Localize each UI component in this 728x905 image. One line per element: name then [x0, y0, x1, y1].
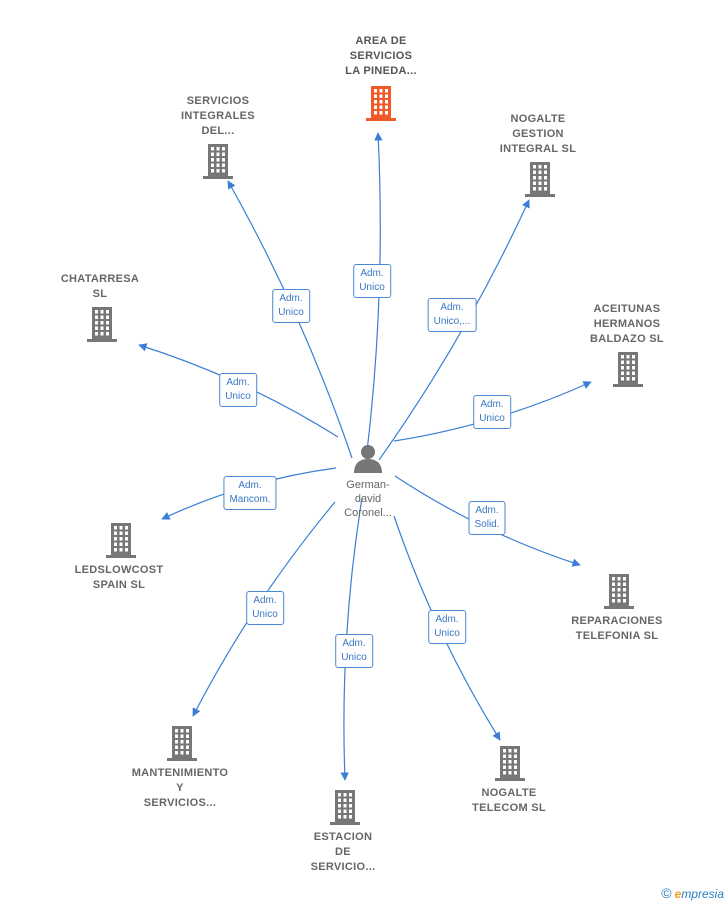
company-label: REPARACIONES TELEFONIA SL [571, 614, 662, 644]
role-label-line: Adm. [238, 480, 262, 491]
role-label-line: Adm. [475, 505, 499, 516]
building-icon [613, 352, 643, 387]
building-icon [203, 144, 233, 179]
role-label-nogalte-gestion[interactable]: Adm. Unico,... [427, 298, 477, 332]
company-label-line: ACEITUNAS [593, 303, 661, 315]
company-label: NOGALTE GESTION INTEGRAL SL [500, 112, 576, 157]
company-label-line: NOGALTE [510, 113, 566, 125]
company-label-line: SERVICIO... [310, 861, 376, 873]
role-label-line: Unico [341, 652, 367, 663]
company-label-line: AREA DE [355, 35, 407, 47]
role-label-aceitunas[interactable]: Adm. Unico [473, 395, 511, 429]
role-label-line: Adm. [342, 638, 366, 649]
company-label: ESTACION DE SERVICIO... [311, 830, 376, 875]
role-label-line: Adm. [435, 614, 459, 625]
role-label-line: Adm. [253, 595, 277, 606]
company-label-line: SPAIN SL [92, 579, 146, 591]
role-label-ledslowcost[interactable]: Adm. Mancom. [223, 476, 277, 510]
role-label-line: Unico [225, 391, 251, 402]
company-label-line: INTEGRALES [181, 110, 255, 122]
role-label-line: Solid. [474, 519, 500, 530]
company-label: SERVICIOS INTEGRALES DEL... [181, 94, 255, 139]
building-icon [87, 307, 117, 342]
brand-name: mpresia [681, 887, 724, 901]
role-label-line: Unico [278, 307, 304, 318]
company-label-line: TELEFONIA SL [575, 630, 659, 642]
company-label: ACEITUNAS HERMANOS BALDAZO SL [590, 302, 664, 347]
company-label: NOGALTE TELECOM SL [472, 786, 546, 816]
brand-initial: e [674, 887, 682, 901]
building-icon [604, 574, 634, 609]
building-icon [106, 523, 136, 558]
company-label-line: ESTACION [313, 831, 373, 843]
company-label-line: GESTION [512, 128, 564, 140]
role-label-line: Unico [359, 282, 385, 293]
company-label-line: REPARACIONES [571, 615, 663, 627]
role-label-estacion[interactable]: Adm. Unico [335, 634, 373, 668]
person-label-line: German- [346, 479, 390, 491]
person-label: German- david Coronel... [344, 478, 392, 520]
role-label-area-servicios[interactable]: Adm. Unico [353, 264, 391, 298]
company-label-line: HERMANOS [593, 318, 661, 330]
person-label-line: david [354, 493, 382, 505]
role-label-line: Adm. [226, 377, 250, 388]
company-label-line: LEDSLOWCOST [74, 564, 164, 576]
company-label-line: CHATARRESA [60, 273, 140, 285]
company-label-line: DEL... [201, 125, 235, 137]
company-label-line: DE [335, 846, 351, 858]
company-label-line: TELECOM SL [472, 802, 546, 814]
role-label-line: Adm. [480, 399, 504, 410]
company-label-line: LA PINEDA... [345, 65, 417, 77]
company-label: LEDSLOWCOST SPAIN SL [75, 563, 164, 593]
company-label: CHATARRESA SL [61, 272, 139, 302]
role-label-nogalte-telecom[interactable]: Adm. Unico [428, 610, 466, 644]
building-icon [330, 790, 360, 825]
role-label-mantenimiento[interactable]: Adm. Unico [246, 591, 284, 625]
role-label-line: Adm. [360, 268, 384, 279]
company-label-line: BALDAZO SL [590, 333, 664, 345]
company-label-line: SERVICIOS... [143, 797, 217, 809]
role-label-line: Unico [252, 609, 278, 620]
copyright-icon: © [661, 885, 672, 901]
building-icon [495, 746, 525, 781]
brand-footer: ©empresia [661, 885, 724, 901]
company-label-line: SL [92, 288, 108, 300]
role-label-line: Unico,... [433, 316, 471, 327]
role-label-reparaciones[interactable]: Adm. Solid. [468, 501, 506, 535]
building-icon [525, 162, 555, 197]
role-label-line: Unico [479, 413, 505, 424]
role-label-servicios-integrales[interactable]: Adm. Unico [272, 289, 310, 323]
company-label-line: MANTENIMIENTO [131, 767, 229, 779]
building-icon [167, 726, 197, 761]
person-label-line: Coronel... [344, 507, 392, 519]
person-icon [354, 445, 382, 473]
role-label-chatarresa[interactable]: Adm. Unico [219, 373, 257, 407]
role-label-line: Unico [434, 628, 460, 639]
edge-nogalte-gestion [378, 199, 530, 461]
role-label-line: Mancom. [229, 494, 271, 505]
company-label: AREA DE SERVICIOS LA PINEDA... [345, 34, 417, 79]
role-label-line: Adm. [279, 293, 303, 304]
company-label: MANTENIMIENTO Y SERVICIOS... [132, 766, 229, 811]
role-label-line: Adm. [440, 302, 464, 313]
company-label-line: SERVICIOS [186, 95, 250, 107]
building-icon [366, 86, 396, 121]
company-label-line: SERVICIOS [349, 50, 413, 62]
company-label-line: Y [176, 782, 184, 794]
company-label-line: INTEGRAL SL [499, 143, 577, 155]
company-label-line: NOGALTE [481, 787, 537, 799]
